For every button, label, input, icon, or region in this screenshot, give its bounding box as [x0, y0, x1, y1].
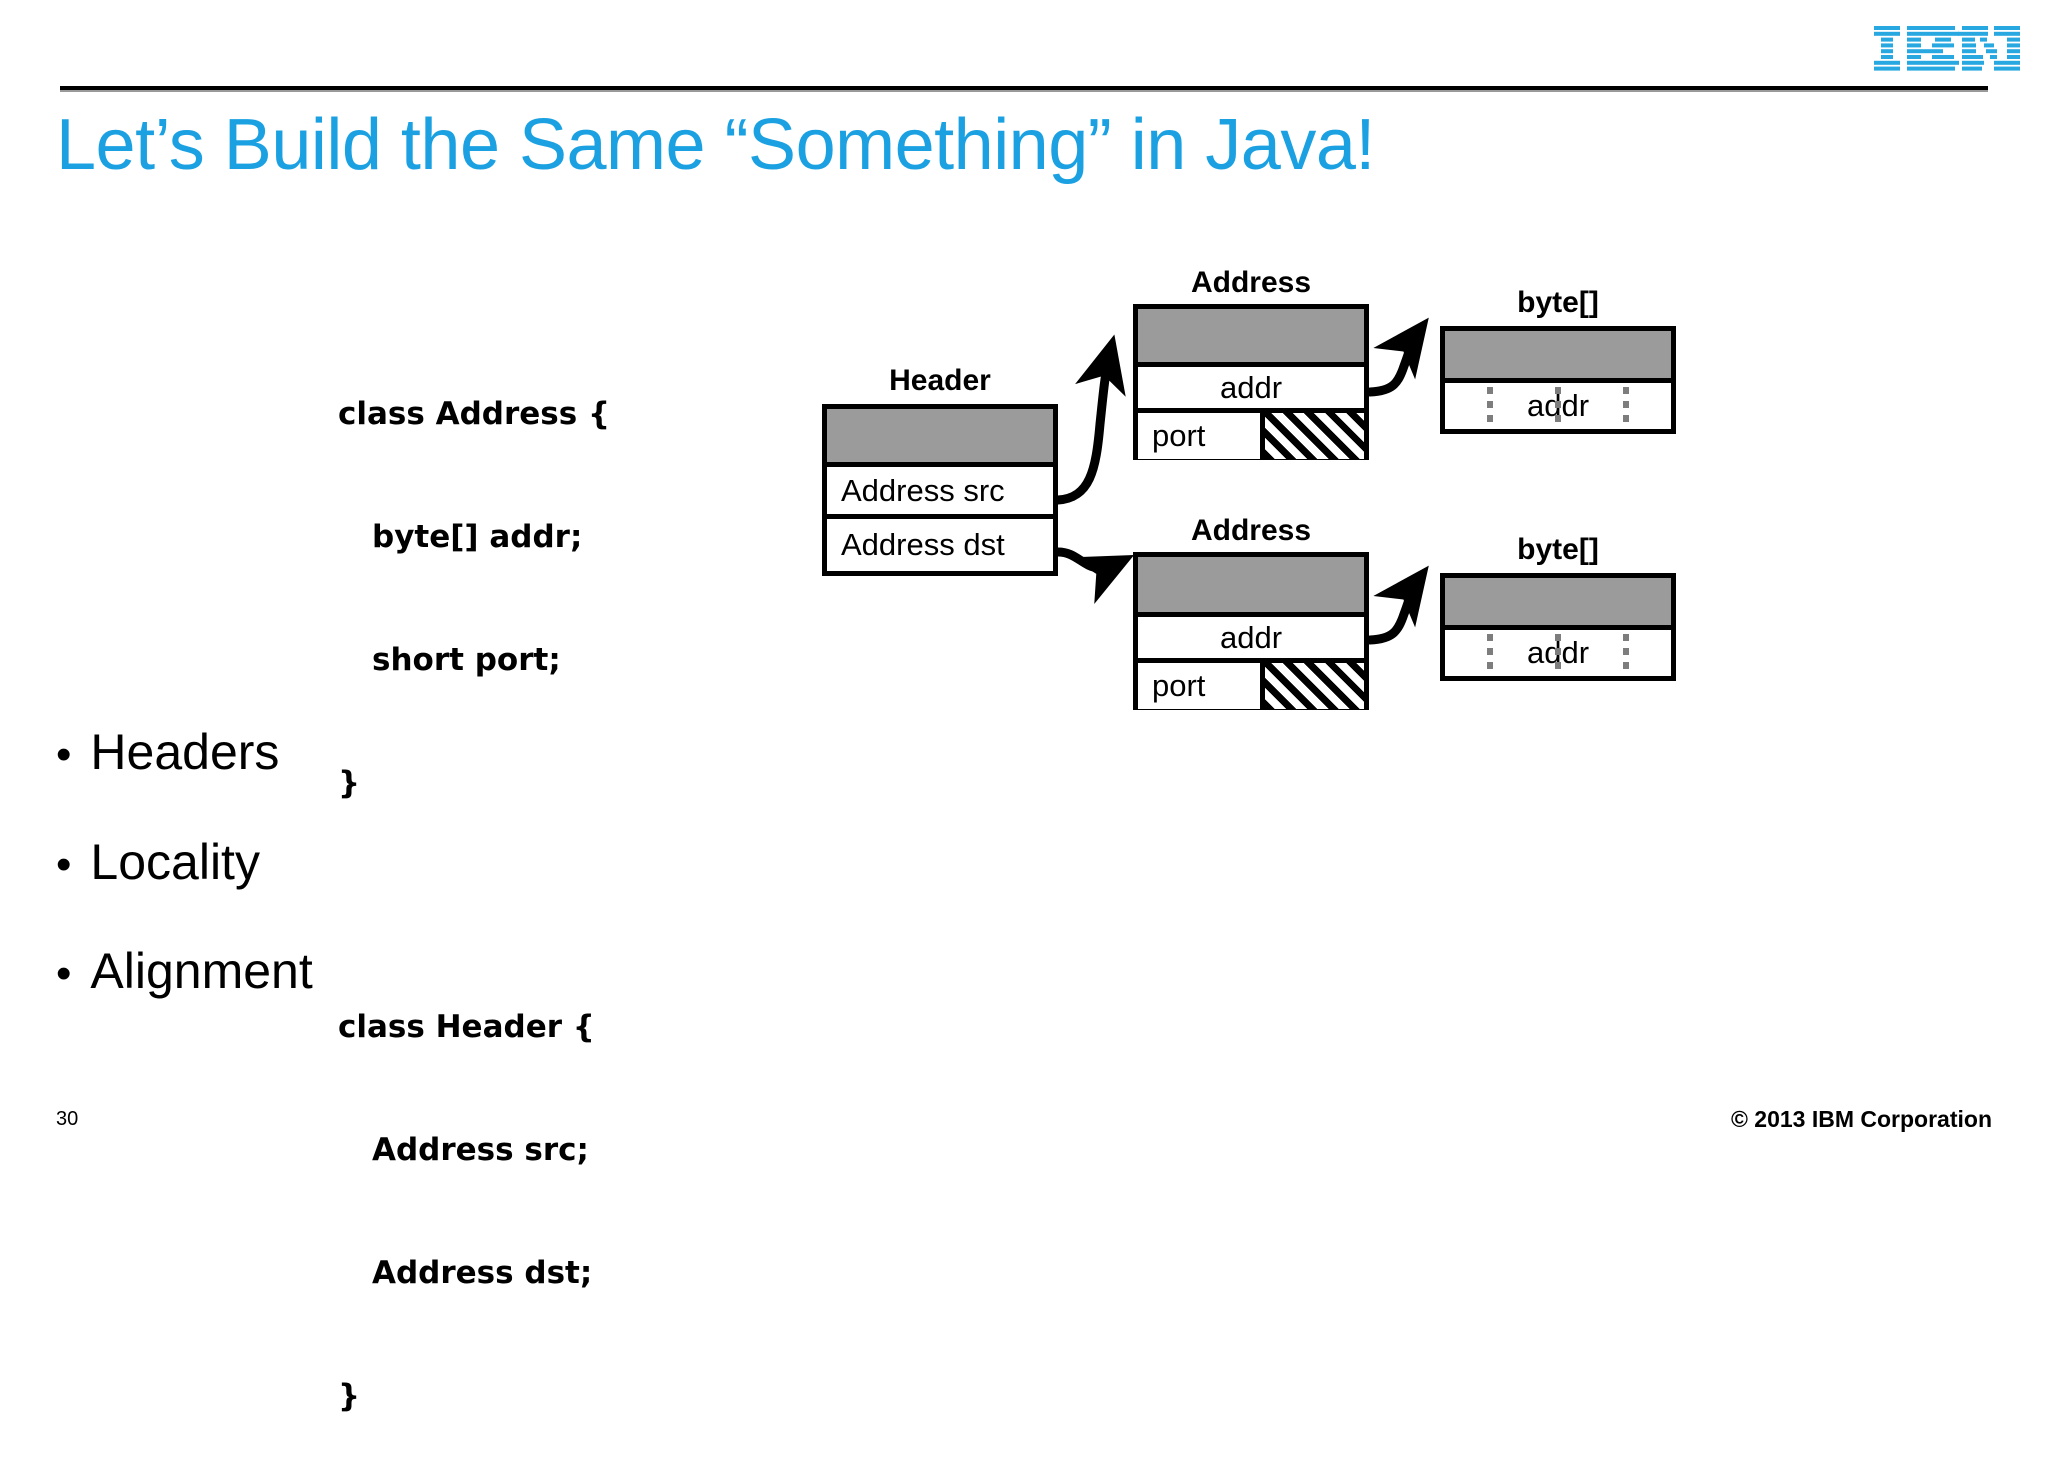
copyright-notice: © 2013 IBM Corporation — [1730, 1106, 1992, 1132]
page-title: Let’s Build the Same “Something” in Java… — [56, 105, 1375, 185]
address-object-1-label: Address — [1190, 266, 1312, 299]
bytearray-1-dotline-center — [1555, 387, 1561, 425]
address-object-2-label: Address — [1190, 514, 1312, 547]
header-divider-rule — [60, 86, 1988, 90]
address-object-2-gray-band — [1138, 557, 1364, 617]
ibm-logo — [1874, 26, 2020, 72]
address-object-2-box: addr port — [1133, 552, 1369, 710]
bullet-label-locality: Locality — [90, 833, 260, 890]
header-object-gray-band — [827, 409, 1053, 467]
bytearray-2-dotline-right — [1623, 634, 1629, 672]
code-line-class-address-open: class Address { — [338, 396, 611, 432]
arrow-addr-to-bytearray-2 — [1365, 565, 1429, 645]
address-1-field-port-row: port — [1138, 413, 1364, 459]
arrow-dst-to-address-2 — [1053, 547, 1135, 605]
diagram-arrows — [1053, 317, 1429, 645]
address-1-field-addr: addr — [1138, 367, 1364, 413]
code-line-field-dst: Address dst; — [372, 1255, 593, 1291]
header-field-src: Address src — [827, 467, 1053, 519]
code-line-class-header-open: class Header { — [338, 1009, 595, 1045]
bytearray-1-field-addr-row: addr — [1445, 383, 1671, 429]
bullet-item-headers: • Headers — [56, 726, 956, 779]
bullet-marker-icon: • — [56, 839, 72, 889]
bullet-label-alignment: Alignment — [90, 943, 313, 999]
page-number: 30 — [56, 1108, 79, 1130]
bullet-list: • Headers • Locality • Alignment — [56, 726, 956, 1055]
header-object-label: Header — [889, 364, 991, 397]
address-2-field-port: port — [1152, 668, 1206, 703]
bytearray-2-label: byte[] — [1517, 533, 1599, 566]
bullet-label-headers: Headers — [90, 724, 280, 780]
address-object-1-gray-band — [1138, 309, 1364, 367]
bytearray-2-dotline-center — [1555, 634, 1561, 672]
bytearray-2-field-addr-row: addr — [1445, 630, 1671, 676]
bullet-item-locality: • Locality — [56, 833, 956, 890]
code-line-field-port: short port; — [372, 642, 561, 678]
code-line-class-header-close: } — [338, 1378, 361, 1414]
header-divider-rule-shadow — [60, 90, 1988, 92]
bullet-item-alignment: • Alignment — [56, 945, 956, 998]
header-field-dst: Address dst — [827, 519, 1053, 571]
bytearray-2-box: addr — [1440, 573, 1676, 681]
address-2-padding-hatch — [1260, 663, 1364, 709]
bytearray-1-box: addr — [1440, 326, 1676, 434]
address-object-1-box: addr port — [1133, 304, 1369, 460]
bytearray-1-dotline-right — [1623, 387, 1629, 425]
bullet-marker-icon: • — [56, 730, 72, 779]
bytearray-1-gray-band — [1445, 331, 1671, 383]
address-2-field-addr: addr — [1138, 617, 1364, 663]
memory-layout-diagram: Header Address src Address dst Address a… — [822, 266, 1676, 710]
arrow-addr-to-bytearray-1 — [1365, 317, 1429, 397]
bytearray-1-label: byte[] — [1517, 286, 1599, 319]
bytearray-2-gray-band — [1445, 578, 1671, 630]
address-1-padding-hatch — [1260, 413, 1364, 459]
address-1-field-port: port — [1152, 418, 1206, 453]
arrow-src-to-address-1 — [1053, 334, 1126, 505]
ibm-logo-icon — [1874, 26, 2020, 71]
address-2-field-port-row: port — [1138, 663, 1364, 709]
bytearray-1-dotline-left — [1487, 387, 1493, 425]
bullet-marker-icon: • — [56, 949, 72, 998]
code-line-field-addr: byte[] addr; — [372, 519, 583, 555]
header-object-box: Address src Address dst — [822, 404, 1058, 576]
code-line-class-address-close: } — [338, 765, 361, 801]
bytearray-2-dotline-left — [1487, 634, 1493, 672]
